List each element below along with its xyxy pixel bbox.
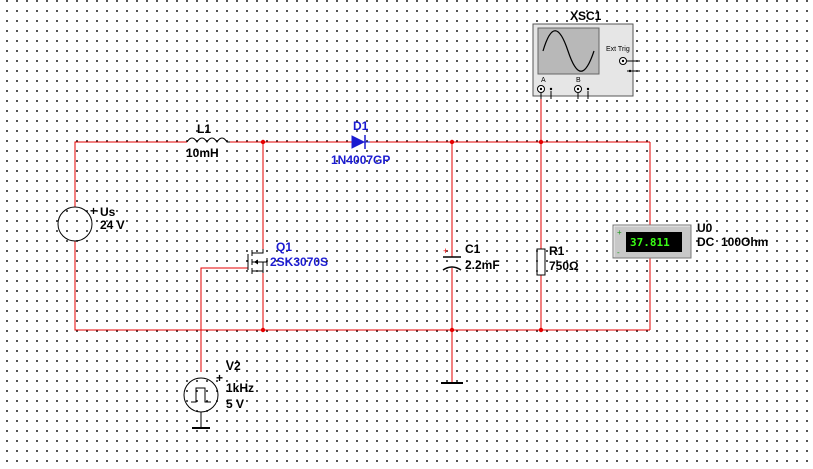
oscilloscope-xsc1[interactable]: XSC1 Ext Trig A B xyxy=(532,9,641,100)
voltmeter-plus-terminal: + xyxy=(617,228,622,237)
u0-name: U0 xyxy=(697,221,713,235)
u0-resistance: 100Ohm xyxy=(721,235,768,249)
v2-freq: 1kHz xyxy=(226,381,254,395)
q1-name: Q1 xyxy=(276,240,292,254)
inductor-l1[interactable]: L1 10mH xyxy=(186,122,230,160)
channel-a-terminal[interactable] xyxy=(537,85,553,100)
v2-amplitude: 5 V xyxy=(226,397,244,411)
mosfet-q1[interactable]: Q1 2SK3070S xyxy=(247,240,328,274)
d1-model: 1N4007GP xyxy=(331,153,390,167)
resistor-r1[interactable]: R1 750Ω xyxy=(536,244,579,276)
ext-trig-label: Ext Trig xyxy=(606,46,630,53)
u0-mode: DC xyxy=(697,235,715,249)
ext-trig-terminal[interactable] xyxy=(619,57,641,73)
diode-d1[interactable]: D1 1N4007GP xyxy=(331,119,390,167)
q1-model: 2SK3070S xyxy=(270,255,328,269)
us-value: 24 V xyxy=(100,218,125,232)
capacitor-c1[interactable]: + C1 2.2mF xyxy=(442,242,500,272)
xsc1-name: XSC1 xyxy=(570,9,602,23)
junctions xyxy=(260,139,544,333)
wires xyxy=(74,96,651,383)
pulse-source-v2[interactable]: + V2 1kHz 5 V xyxy=(183,359,254,429)
dc-source-us[interactable]: + Us 24 V xyxy=(57,204,125,242)
c1-value: 2.2mF xyxy=(465,258,500,272)
capacitor-polarity-sign: + xyxy=(443,246,448,256)
l1-name: L1 xyxy=(197,122,211,136)
voltmeter-u0[interactable]: 37.811 + - U0 DC 100Ohm xyxy=(612,221,768,259)
v2-plus-sign: + xyxy=(216,371,223,385)
us-name: Us xyxy=(100,205,116,219)
waveform-trace xyxy=(542,30,595,72)
v2-name: V2 xyxy=(226,359,241,373)
channel-a-label: A xyxy=(541,77,546,84)
r1-name: R1 xyxy=(549,244,565,258)
channel-b-terminal[interactable] xyxy=(574,85,590,100)
channel-b-label: B xyxy=(576,77,581,84)
voltmeter-screen xyxy=(626,232,682,252)
d1-name: D1 xyxy=(353,119,369,133)
r1-value: 750Ω xyxy=(549,259,579,273)
source-plus-sign: + xyxy=(90,204,97,218)
c1-name: C1 xyxy=(465,242,481,256)
voltmeter-minus-terminal: - xyxy=(617,248,620,257)
l1-value: 10mH xyxy=(186,146,219,160)
voltmeter-reading: 37.811 xyxy=(630,236,670,249)
